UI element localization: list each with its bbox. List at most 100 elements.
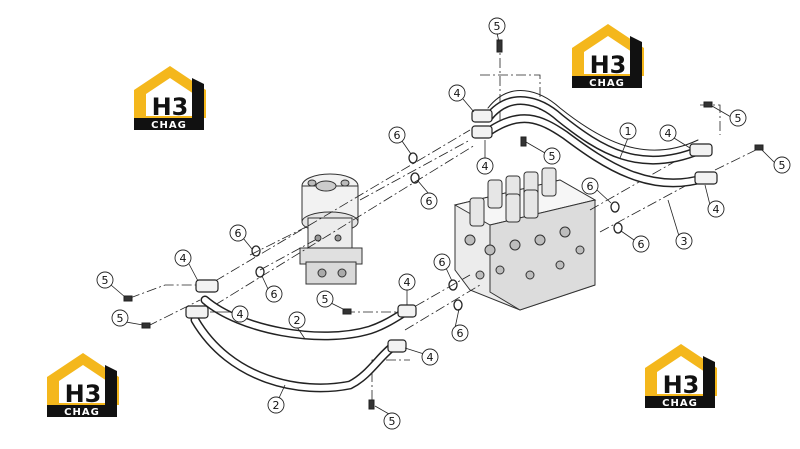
leader-lines [110, 32, 776, 415]
callout-circle [543, 147, 561, 165]
callout-6: 6 [451, 324, 469, 342]
watermark-logo: H3 CHAG [47, 353, 119, 418]
callout-number: 4 [482, 160, 489, 173]
callout-6: 6 [420, 192, 438, 210]
callout-circle [581, 177, 599, 195]
callout-number: 4 [665, 127, 672, 140]
watermark-logo: H3 CHAG [645, 344, 717, 409]
callout-number: 4 [427, 351, 434, 364]
callout-6: 6 [632, 235, 650, 253]
callout-number: 5 [102, 274, 109, 287]
callout-circle [448, 84, 466, 102]
callout-number: 4 [713, 203, 720, 216]
logo-mark: H3 [590, 51, 627, 79]
callout-number: 4 [454, 87, 461, 100]
callout-circle [421, 348, 439, 366]
callout-number: 6 [457, 327, 464, 340]
callout-number: 6 [426, 195, 433, 208]
callout-circle [707, 200, 725, 218]
callout-5: 5 [543, 147, 561, 165]
callout-number: 5 [494, 20, 501, 33]
callout-6: 6 [388, 126, 406, 144]
callout-circle [231, 305, 249, 323]
callout-number: 6 [235, 227, 242, 240]
logo-mark: H3 [65, 380, 102, 408]
callout-circle [229, 224, 247, 242]
callout-number: 6 [638, 238, 645, 251]
callout-circle [476, 157, 494, 175]
control-valve-block [453, 167, 597, 311]
callout-number: 4 [180, 252, 187, 265]
callout-circle [773, 156, 791, 174]
callout-number: 6 [394, 129, 401, 142]
callout-4: 4 [659, 124, 677, 142]
callout-number: 5 [389, 415, 396, 428]
callout-5: 5 [773, 156, 791, 174]
logo-mark: H3 [663, 371, 700, 399]
callout-2: 2 [288, 311, 306, 329]
callout-4: 4 [174, 249, 192, 267]
callout-6: 6 [433, 253, 451, 271]
callout-circle [488, 17, 506, 35]
callout-4: 4 [398, 273, 416, 291]
swivel-joint [299, 173, 363, 285]
callout-circle [96, 271, 114, 289]
callout-number: 2 [273, 399, 280, 412]
callout-circle [316, 290, 334, 308]
logo-mark: H3 [152, 93, 189, 121]
callout-circle [383, 412, 401, 430]
callout-group: 5 4 6 4 5 1 4 5 5 6 4 6 3 6 6 4 6 5 5 4 2 5 6 4 6 4 2 5 [96, 17, 791, 430]
callout-4: 4 [707, 200, 725, 218]
callout-circle [451, 324, 469, 342]
callout-4: 4 [448, 84, 466, 102]
callout-5: 5 [316, 290, 334, 308]
callout-1: 1 [619, 122, 637, 140]
callout-number: 3 [681, 235, 688, 248]
logo-wordmark: CHAG [151, 120, 187, 131]
callout-4: 4 [421, 348, 439, 366]
logo-wordmark: CHAG [64, 407, 100, 418]
callout-circle [267, 396, 285, 414]
callout-circle [111, 309, 129, 327]
callout-number: 5 [549, 150, 556, 163]
watermark-logo: H3 CHAG [134, 66, 206, 131]
callout-5: 5 [488, 17, 506, 35]
callout-5: 5 [96, 271, 114, 289]
callout-3: 3 [675, 232, 693, 250]
callout-5: 5 [729, 109, 747, 127]
callout-number: 6 [587, 180, 594, 193]
callout-number: 4 [237, 308, 244, 321]
callout-5: 5 [111, 309, 129, 327]
callout-circle [174, 249, 192, 267]
bolts [123, 39, 764, 410]
callout-4: 4 [476, 157, 494, 175]
center-lines [129, 40, 761, 400]
logo-wordmark: CHAG [589, 78, 625, 89]
callout-circle [729, 109, 747, 127]
callout-number: 6 [271, 288, 278, 301]
callout-4: 4 [231, 305, 249, 323]
callout-circle [265, 285, 283, 303]
callout-6: 6 [265, 285, 283, 303]
callout-circle [388, 126, 406, 144]
callout-number: 4 [404, 276, 411, 289]
callout-number: 5 [322, 293, 329, 306]
callout-5: 5 [383, 412, 401, 430]
callout-circle [398, 273, 416, 291]
callout-circle [420, 192, 438, 210]
callout-circle [288, 311, 306, 329]
callout-number: 5 [735, 112, 742, 125]
callout-number: 5 [779, 159, 786, 172]
callout-number: 5 [117, 312, 124, 325]
callout-circle [619, 122, 637, 140]
callout-number: 1 [625, 125, 632, 138]
watermark-logo: H3 CHAG [572, 24, 644, 89]
callout-circle [659, 124, 677, 142]
callout-circle [632, 235, 650, 253]
logo-wordmark: CHAG [662, 398, 698, 409]
flanges [185, 109, 718, 353]
callout-6: 6 [581, 177, 599, 195]
callout-6: 6 [229, 224, 247, 242]
callout-number: 6 [439, 256, 446, 269]
